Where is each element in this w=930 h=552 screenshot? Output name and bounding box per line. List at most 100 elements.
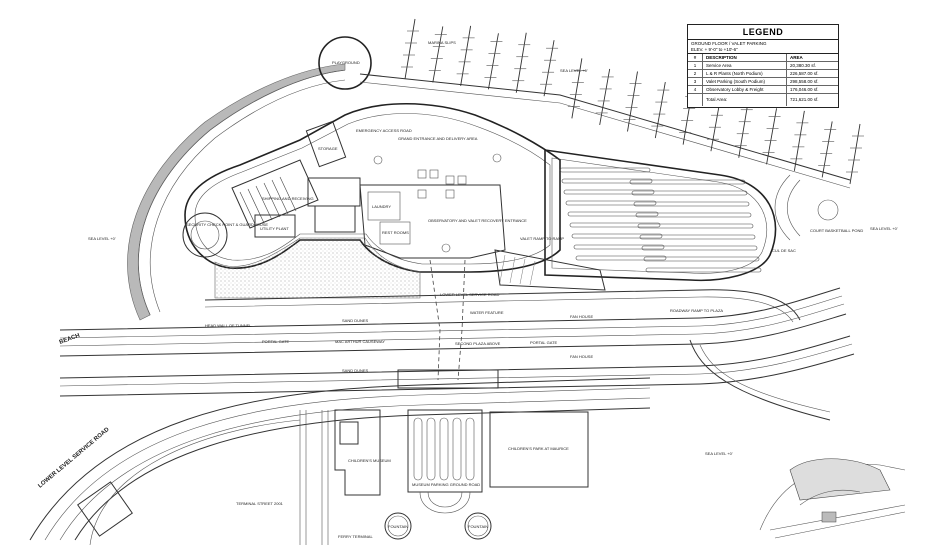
marina-pier xyxy=(460,25,472,86)
right-curve-road-2 xyxy=(699,344,831,413)
museum-parking-label: MUSEUM PARKING GROUND ROAD xyxy=(412,482,480,487)
marina-pier xyxy=(766,108,778,165)
fountain-left-label: FOUNTAIN xyxy=(388,524,408,529)
storage-block xyxy=(305,120,347,168)
valet-parking-stalls xyxy=(559,167,762,273)
ramp-hatching xyxy=(499,254,536,286)
playground-circle xyxy=(318,36,372,90)
parking-row-right xyxy=(639,234,756,240)
legend-row-desc: Observatory Lobby & Freight xyxy=(703,86,787,93)
legend-row-num: 3 xyxy=(688,78,703,85)
portal-gate-label-right: PORTAL GATE xyxy=(530,340,558,345)
column-marker-2 xyxy=(492,153,502,163)
marina-walkway-inner xyxy=(359,81,851,189)
marina-pier xyxy=(543,40,555,97)
legend-row: 4 Observatory Lobby & Freight 176,046.00… xyxy=(688,86,838,94)
museum-parking xyxy=(407,409,483,493)
marina-slips-label: MARINA SLIPS xyxy=(428,40,456,45)
fountain-right xyxy=(464,512,492,540)
rest-rooms-label: REST ROOMS xyxy=(382,230,409,235)
court-label: COURT BASKETBALL POND xyxy=(810,228,863,233)
service-block-2 xyxy=(314,205,356,233)
column-marker-1 xyxy=(373,155,383,165)
parking-row-left xyxy=(563,189,655,195)
laundry-label: LAUNDRY xyxy=(372,204,391,209)
legend-row: 1 Service Area 20,380.30 sf. xyxy=(688,62,838,70)
valet-ramp xyxy=(494,249,606,291)
museum-entry-arc-2 xyxy=(427,491,463,508)
cul-de-sac-arc-2 xyxy=(787,179,801,237)
legend-row-desc: Service Area xyxy=(703,62,787,69)
shoreline-inner xyxy=(149,79,346,313)
valet-ramp-label: VALET RAMP TO RAMP xyxy=(520,236,564,241)
parking-row-right xyxy=(645,267,762,273)
legend-subtitle-2: ELEV. + 9'-0" to +10'-6" xyxy=(691,46,738,52)
marina-pier xyxy=(515,32,527,93)
legend-col-area: AREA xyxy=(790,55,803,60)
bridge-box xyxy=(397,369,499,389)
marina-piers xyxy=(401,18,864,185)
sea-level-label-left: SEA LEVEL +0' xyxy=(88,236,116,241)
marina-feature-label: WATER FEATURE xyxy=(470,310,504,315)
childrens-park xyxy=(489,411,589,488)
museum-annex xyxy=(339,421,359,445)
fountain-left xyxy=(384,512,412,540)
legend-row-num: 2 xyxy=(688,70,703,77)
utility-plant-block xyxy=(254,214,296,238)
beach-strip xyxy=(127,63,346,321)
marina-walkway xyxy=(359,73,851,181)
fan-house-label: FAN HOUSE xyxy=(570,314,593,319)
service-block-1 xyxy=(307,177,361,207)
parking-row-left xyxy=(561,178,653,184)
terminal-streets xyxy=(299,410,329,545)
marina-pier xyxy=(404,18,416,80)
shipping-label: SHIPPING AND RECEIVING xyxy=(262,196,314,201)
utility-plant-label: UTILITY PLANT xyxy=(260,226,289,231)
legend-row-num: 1 xyxy=(688,62,703,69)
museum-stall-row xyxy=(413,417,423,481)
legend-col-num: # xyxy=(688,54,703,61)
terminal-street-label: TERMINAL STREET 2001 xyxy=(236,501,284,506)
column-marker-3 xyxy=(441,243,451,253)
marina-pier xyxy=(599,68,611,126)
parking-row-left xyxy=(559,167,651,173)
court-circle xyxy=(817,199,839,221)
marina-pier xyxy=(487,33,499,90)
fountain-right-label: FOUNTAIN xyxy=(468,524,488,529)
parking-row-right xyxy=(641,245,758,251)
legend-row-area: 226,587.00 sf. xyxy=(790,71,819,76)
marina-pier xyxy=(793,110,805,171)
roadway-ramp-label: ROADWAY RAMP TO PLAZA xyxy=(670,308,723,313)
legend-row-num: 4 xyxy=(688,86,703,93)
legend-total-spacer xyxy=(688,94,703,106)
lower-level-service-road-curve xyxy=(29,377,651,541)
childrens-museum-label: CHILDREN'S MUSEUM xyxy=(348,458,391,463)
playground-label: PLAYGROUND xyxy=(332,60,360,65)
observatory-lobby-label: OBSERVATORY AND VALET RECOVERY ENTRANCE xyxy=(428,218,527,223)
childrens-park-label: CHILDREN'S PARK AT MAURICE xyxy=(508,446,569,451)
parking-row-right xyxy=(643,256,760,262)
legend-subtitle: GROUND FLOOR / VALET PARKING ELEV. + 9'-… xyxy=(688,40,838,54)
sand-dunes-label: SAND DUNES xyxy=(342,318,369,323)
parking-row-left xyxy=(569,222,661,228)
portal-gate-label-left: PORTAL GATE xyxy=(262,339,290,344)
security-gate-inner xyxy=(190,220,220,250)
cul-de-sac-arc xyxy=(774,174,791,241)
parking-row-right xyxy=(635,212,752,218)
parking-row-left xyxy=(567,211,659,217)
legend-subtitle-1: GROUND FLOOR / VALET PARKING xyxy=(691,41,767,46)
legend-row-desc: L & R Plants (North Podium) xyxy=(703,70,787,77)
valet-parking-outline xyxy=(544,149,777,282)
parking-row-right xyxy=(633,201,750,207)
sea-level-label-far-right: SEA LEVEL +0' xyxy=(870,226,898,231)
parking-row-left xyxy=(571,233,663,239)
north-podium-inner xyxy=(194,113,551,265)
shipping-stripes xyxy=(239,176,297,227)
marina-pier xyxy=(849,123,861,185)
parking-row-right xyxy=(629,179,746,185)
legend-row: 3 Valet Parking (South Podium) 298,558.0… xyxy=(688,78,838,86)
lower-service-road-arc xyxy=(204,289,801,321)
rest-rooms xyxy=(379,221,411,245)
mac-arthur-label: MAC ARTHUR CAUSEWAY xyxy=(335,339,385,344)
pedestrian-connector xyxy=(429,259,441,381)
